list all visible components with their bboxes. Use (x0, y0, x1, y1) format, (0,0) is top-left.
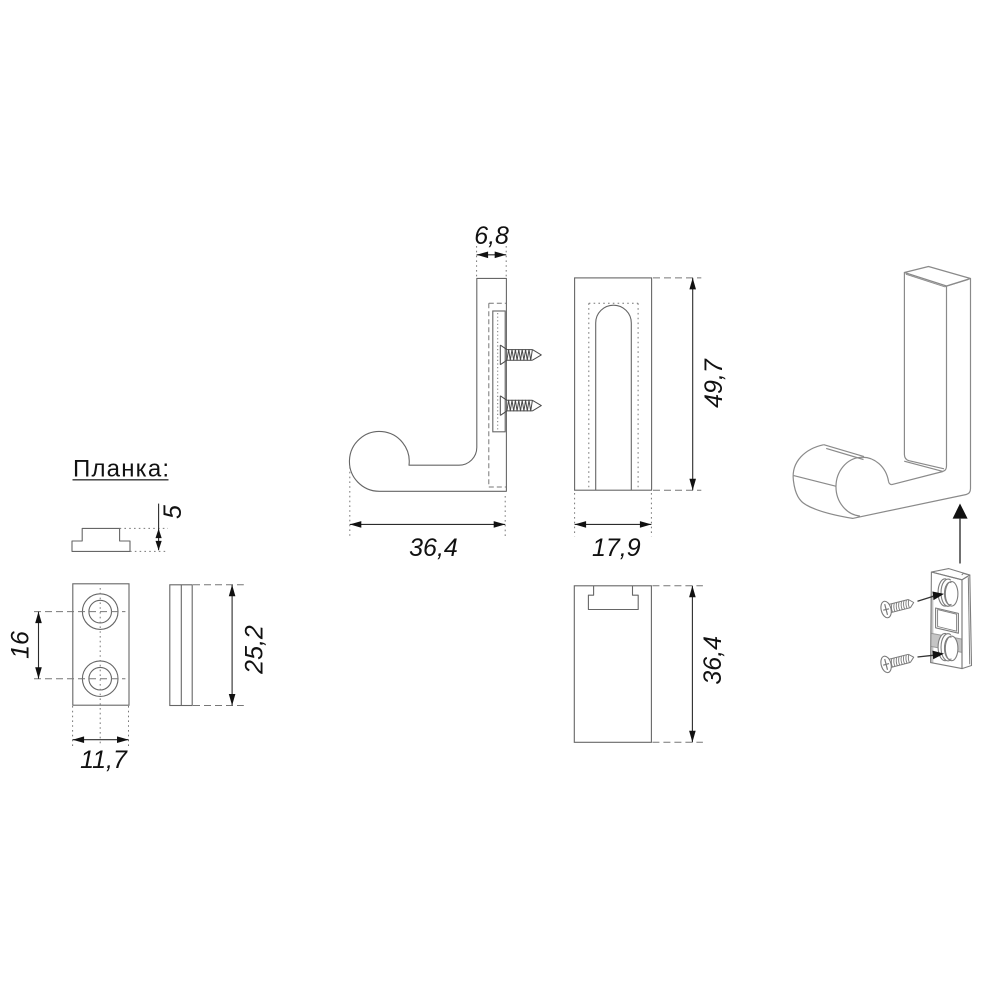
svg-text:36,4: 36,4 (699, 636, 727, 685)
svg-text:6,8: 6,8 (474, 222, 509, 250)
svg-text:Планка:: Планка: (73, 456, 170, 483)
svg-text:5: 5 (159, 505, 187, 519)
svg-text:11,7: 11,7 (80, 746, 128, 774)
svg-text:16: 16 (7, 631, 35, 659)
svg-text:25,2: 25,2 (241, 625, 269, 675)
svg-text:17,9: 17,9 (592, 534, 641, 562)
svg-text:36,4: 36,4 (409, 534, 458, 562)
svg-text:49,7: 49,7 (700, 358, 728, 408)
